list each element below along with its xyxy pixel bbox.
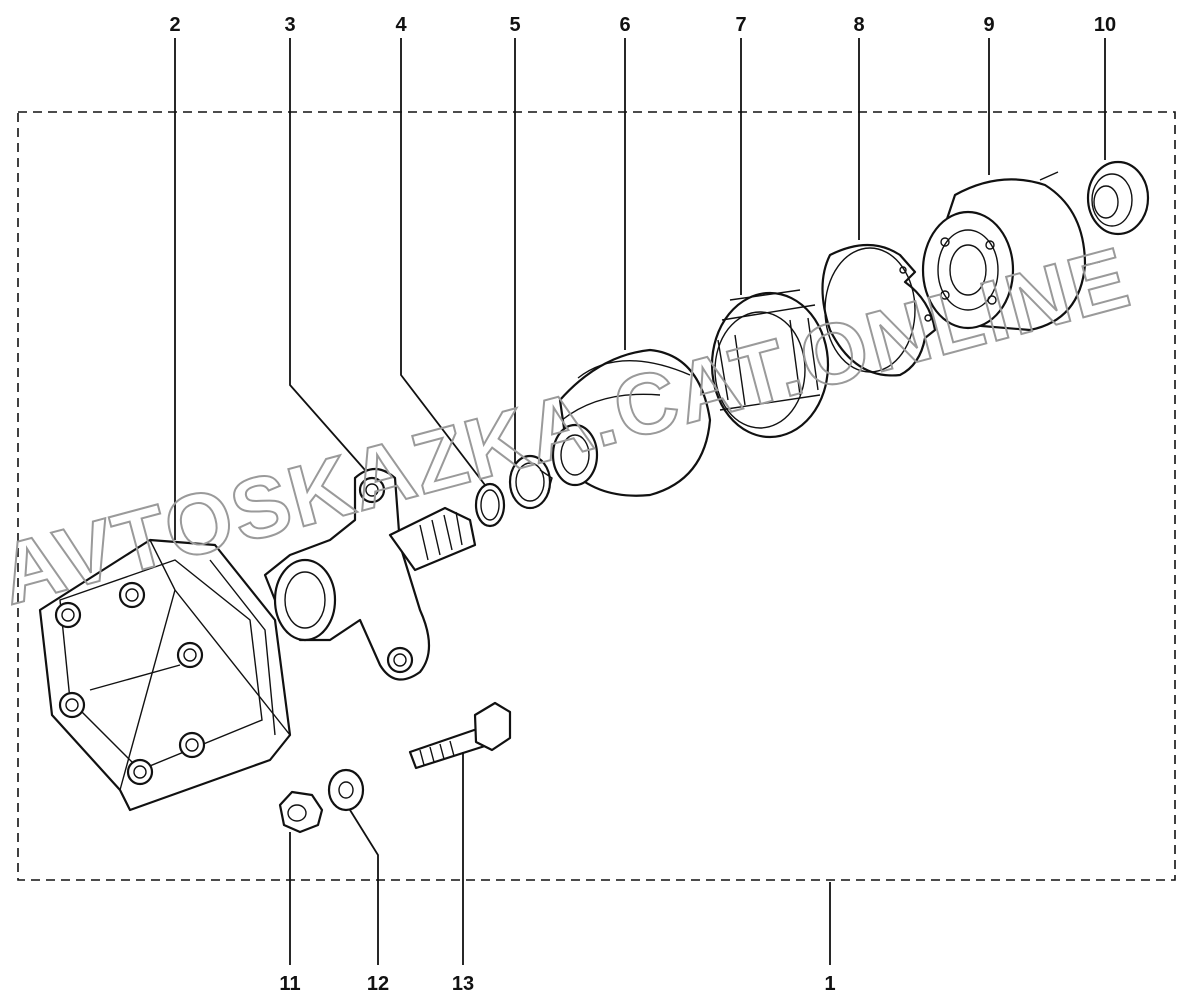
callout-1: 1 [824, 973, 835, 995]
callout-7: 7 [735, 14, 746, 36]
part-2-flexible-coupling[interactable] [38, 538, 292, 812]
part-3-flange-shaft[interactable] [263, 467, 477, 681]
part-13-bolt[interactable] [408, 701, 512, 770]
part-9-drive-hub[interactable] [921, 171, 1101, 332]
leader-4 [400, 38, 486, 486]
callout-8: 8 [853, 14, 864, 36]
callout-11: 11 [279, 973, 300, 995]
part-5-clamp-ring[interactable] [508, 454, 553, 510]
part-4-circlip[interactable] [474, 482, 506, 528]
callout-3: 3 [284, 14, 295, 36]
callout-numbers: 2 3 4 5 6 7 8 9 10 11 12 13 1 [169, 14, 1116, 995]
part-10-bearing[interactable] [1086, 160, 1150, 236]
part-8-band[interactable] [821, 244, 937, 377]
callout-6: 6 [619, 14, 630, 36]
callout-13: 13 [452, 973, 474, 995]
part-7-ring[interactable] [710, 289, 830, 439]
callout-9: 9 [983, 14, 994, 36]
part-6-protective-boot[interactable] [551, 348, 712, 497]
callout-2: 2 [169, 14, 180, 36]
assembly-boundary-dashed [17, 111, 1176, 881]
callout-10: 10 [1094, 14, 1116, 36]
callout-4: 4 [395, 14, 407, 36]
leader-lines [174, 38, 1106, 965]
leader-12 [349, 809, 379, 965]
part-11-nut[interactable] [278, 790, 324, 834]
callout-12: 12 [367, 973, 389, 995]
watermark-text: AVTOSKAZKA.CAT.ONLINE [0, 229, 1140, 623]
callout-5: 5 [509, 14, 520, 36]
leader-3 [289, 38, 366, 471]
part-12-washer[interactable] [327, 768, 365, 812]
